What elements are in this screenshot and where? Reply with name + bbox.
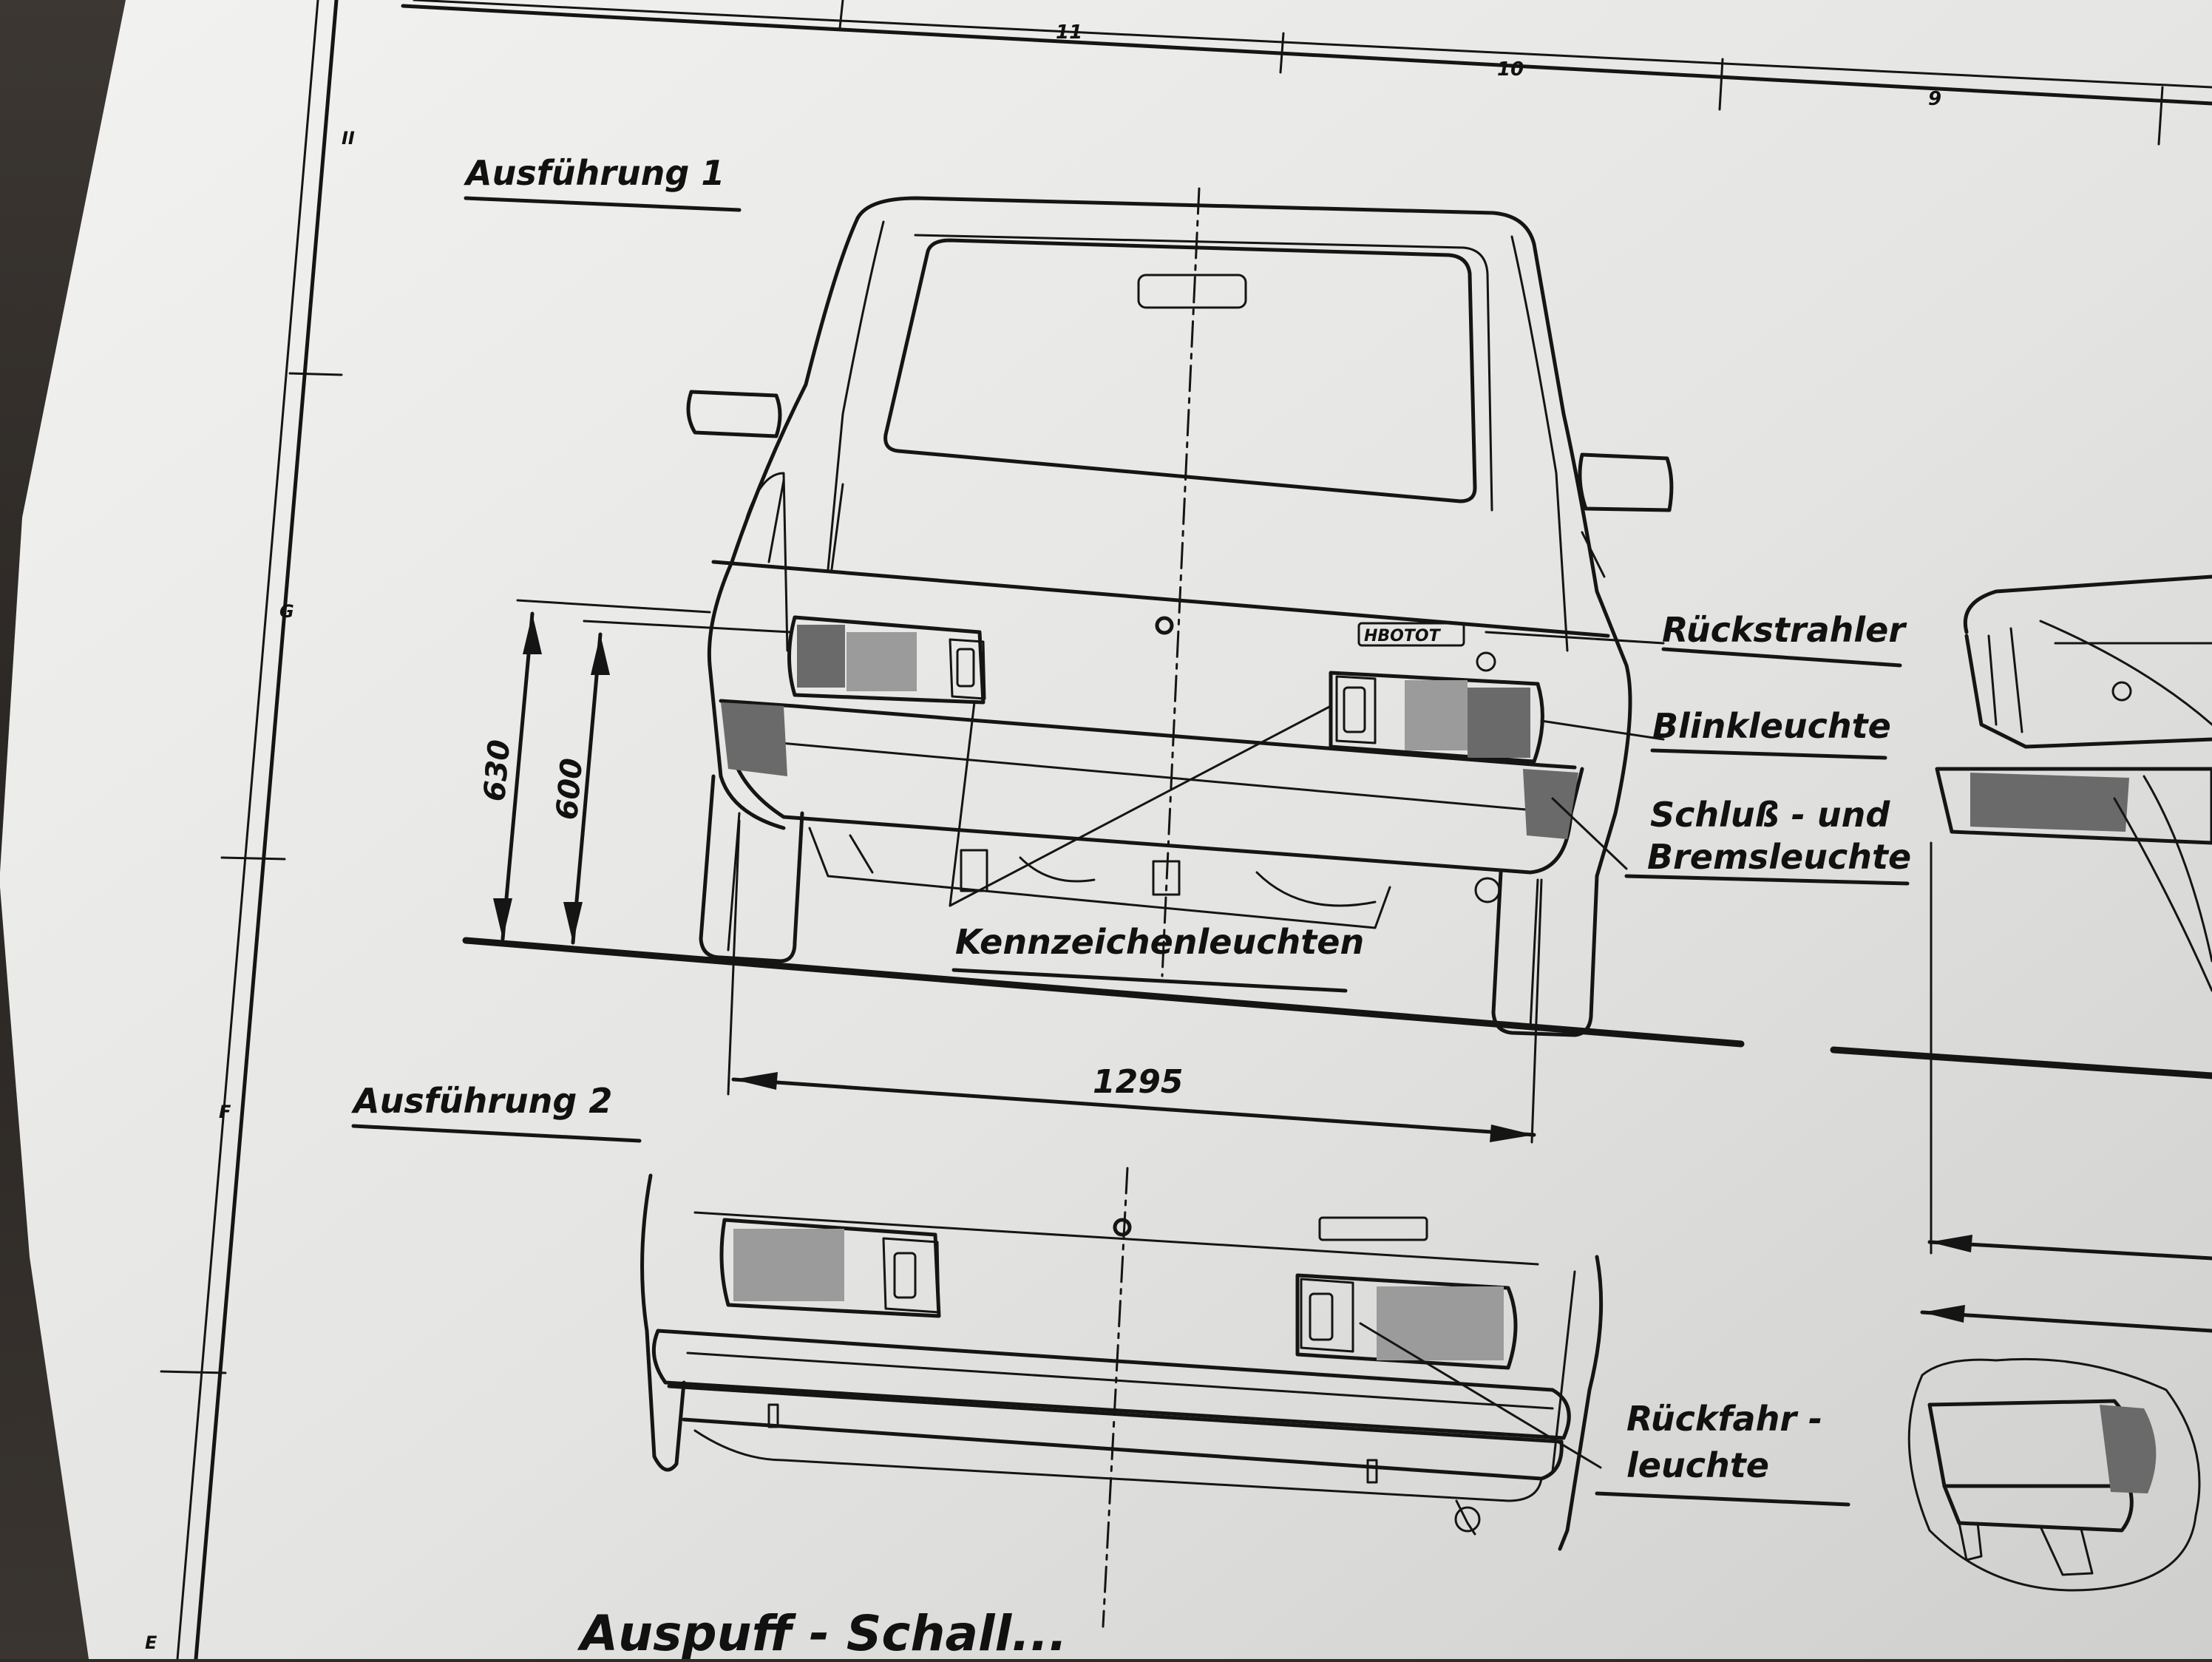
label-tail-brake-2: Bremsleuchte <box>1647 837 1911 877</box>
variant-2-heading: Ausführung 2 <box>351 1081 612 1121</box>
dimension-height-outer: 630 <box>478 739 517 803</box>
label-indicator: Blinkleuchte <box>1652 706 1891 746</box>
label-reverse-2: leuchte <box>1626 1445 1769 1485</box>
front-lamp-hatch <box>1970 773 2129 832</box>
model-badge: HBOTOT <box>1364 627 1442 645</box>
reverse-light-detail <box>1907 1357 2201 1592</box>
label-reflector: Rückstrahler <box>1662 610 1907 650</box>
reflector-right <box>1468 688 1530 758</box>
label-tail-brake-1: Schluß - und <box>1650 795 1890 835</box>
tail-lamp-left-v2 <box>733 1229 844 1301</box>
car-rear-view: HBOTOT <box>462 187 1745 1048</box>
bumper-end-right <box>1523 769 1578 839</box>
detail-hatch <box>2100 1405 2157 1493</box>
tail-lamp-right-v2 <box>1377 1286 1504 1360</box>
variant-1-heading-underline <box>464 196 742 212</box>
dimension-height-inner: 600 <box>550 757 589 821</box>
margin-mark-2: G <box>279 601 294 622</box>
centerline <box>1161 187 1201 977</box>
margin-mark-1: II <box>342 128 355 149</box>
grid-number-10: 10 <box>1497 58 1524 81</box>
centerline-2 <box>1102 1167 1129 1628</box>
grid-number-9: 9 <box>1928 88 1941 110</box>
tail-lamp-left <box>847 632 917 691</box>
label-plate-light: Kennzeichenleuchten <box>955 922 1364 962</box>
tail-lamp-right <box>1405 680 1468 750</box>
height-dimensions <box>493 599 793 945</box>
bumper-end-left <box>721 702 787 776</box>
reflector-left <box>797 625 845 688</box>
callouts-variant-1 <box>949 631 1910 993</box>
label-reverse-1: Rückfahr - <box>1626 1399 1822 1439</box>
variant-2-heading-underline <box>351 1124 642 1143</box>
margin-mark-3: F <box>219 1102 231 1122</box>
ground-line <box>462 937 1745 1048</box>
grid-number-11: 11 <box>1056 21 1082 44</box>
footer-heading: Auspuff - Schall... <box>577 1605 1068 1659</box>
margin-mark-4: E <box>145 1632 157 1653</box>
track-width-dimension <box>727 819 1543 1144</box>
dimension-track-width: 1295 <box>1093 1063 1183 1101</box>
car-front-view-partial <box>1830 574 2212 1333</box>
variant-1-heading: Ausführung 1 <box>464 153 725 193</box>
sheet-frame <box>160 0 2212 1661</box>
car-rear-view-variant-2 <box>640 1167 1850 1628</box>
